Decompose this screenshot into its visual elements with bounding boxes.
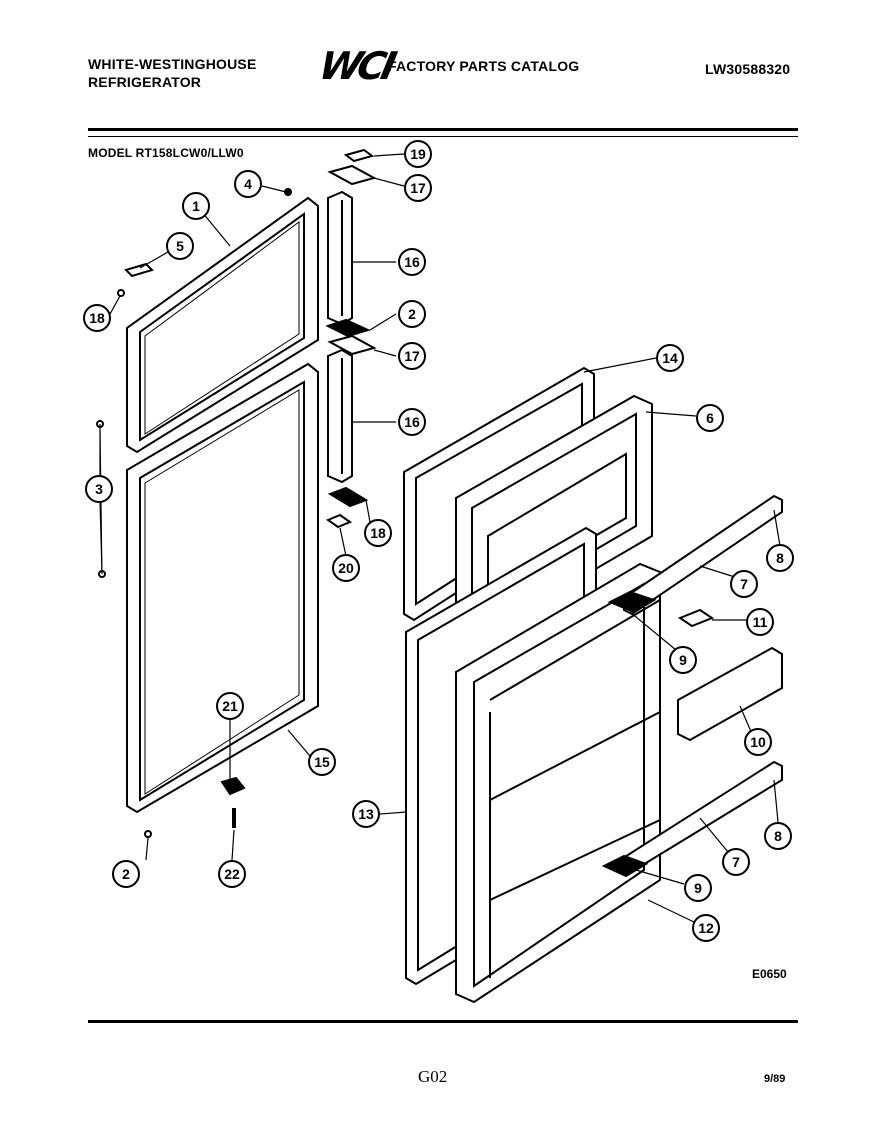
- callout-20: 20: [332, 554, 360, 582]
- callout-label: 6: [706, 410, 714, 426]
- callout-14: 14: [656, 344, 684, 372]
- part-17-cap-upper: [327, 164, 377, 186]
- callout-12: 12: [692, 914, 720, 942]
- callout-label: 8: [776, 550, 784, 566]
- callout-label: 10: [750, 734, 766, 750]
- callout-label: 14: [662, 350, 678, 366]
- callout-7: 7: [722, 848, 750, 876]
- callout-18: 18: [364, 519, 392, 547]
- part-number: LW30588320: [705, 61, 791, 77]
- fresh-food-door-liner: [455, 562, 661, 1004]
- callout-label: 18: [89, 310, 105, 326]
- callout-label: 9: [694, 880, 702, 896]
- callout-7: 7: [730, 570, 758, 598]
- callout-label: 11: [753, 614, 768, 630]
- part-5-trim: [124, 262, 154, 278]
- callout-9: 9: [669, 646, 697, 674]
- leader-lines: [99, 153, 781, 923]
- callout-label: 2: [122, 866, 130, 882]
- upper-shelf-rail: [623, 494, 783, 616]
- callout-label: 7: [732, 854, 740, 870]
- part-2-plug-lower: [144, 830, 152, 838]
- callout-layer: 19 17 4 1 16 5 18 2 17 14 16 6 3 18 20 8 7 11 9 21 10 15 13 8 7 9…: [83, 140, 794, 942]
- callout-6: 6: [696, 404, 724, 432]
- callout-4: 4: [234, 170, 262, 198]
- page-code: G02: [418, 1067, 448, 1086]
- callout-8: 8: [764, 822, 792, 850]
- callout-22: 22: [218, 860, 246, 888]
- part-9-upper-end-cap: [607, 590, 657, 614]
- callout-17: 17: [398, 342, 426, 370]
- model-number: MODEL RT158LCW0/LLW0: [88, 146, 244, 160]
- brand-line-2: REFRIGERATOR: [88, 74, 202, 90]
- callout-label: 16: [404, 254, 420, 270]
- callout-18: 18: [83, 304, 111, 332]
- callout-label: 20: [338, 560, 354, 576]
- header-rule-thin: [88, 136, 798, 137]
- callout-label: 17: [410, 180, 426, 196]
- callout-label: 3: [95, 481, 103, 497]
- callout-label: 21: [222, 698, 238, 714]
- callout-label: 8: [774, 828, 782, 844]
- callout-16: 16: [398, 248, 426, 276]
- catalog-title: FACTORY PARTS CATALOG: [388, 58, 580, 74]
- footer-rule: [88, 1020, 798, 1023]
- fresh-food-door-gasket: [126, 362, 319, 814]
- part-21-hinge: [220, 776, 246, 796]
- callout-label: 4: [244, 176, 252, 192]
- part-9-lower-end-cap: [601, 854, 649, 878]
- callout-8: 8: [766, 544, 794, 572]
- part-19-bracket: [343, 148, 375, 163]
- callout-label: 19: [410, 146, 426, 162]
- callout-label: 17: [404, 348, 420, 364]
- callout-17: 17: [404, 174, 432, 202]
- callout-label: 16: [404, 414, 420, 430]
- revision-date: 9/89: [764, 1073, 786, 1085]
- freezer-door-gasket: [126, 196, 319, 454]
- callout-label: 12: [698, 920, 714, 936]
- callout-label: 9: [679, 652, 687, 668]
- lower-door-trim: [327, 348, 353, 484]
- part-18-cap-lower: [327, 486, 369, 508]
- callout-15: 15: [308, 748, 336, 776]
- callout-label: 22: [224, 866, 240, 882]
- part-17-cap-lower: [327, 334, 377, 356]
- part-10-dairy-shelf: [677, 646, 783, 742]
- callout-3: 3: [85, 475, 113, 503]
- callout-label: 7: [740, 576, 748, 592]
- callout-2: 2: [398, 300, 426, 328]
- callout-10: 10: [744, 728, 772, 756]
- part-18-cap-upper: [325, 318, 371, 338]
- callout-label: 13: [358, 806, 374, 822]
- callout-label: 15: [314, 754, 330, 770]
- upper-door-trim: [327, 190, 353, 326]
- callout-label: 18: [370, 525, 386, 541]
- callout-2: 2: [112, 860, 140, 888]
- callout-16: 16: [398, 408, 426, 436]
- callout-19: 19: [404, 140, 432, 168]
- callout-13: 13: [352, 800, 380, 828]
- header-rule: [88, 128, 798, 131]
- part-2-plug-upper: [117, 289, 125, 297]
- callout-5: 5: [166, 232, 194, 260]
- diagram-id: E0650: [752, 967, 787, 981]
- brand-line-1: WHITE-WESTINGHOUSE: [88, 56, 257, 72]
- callout-1: 1: [182, 192, 210, 220]
- callout-9: 9: [684, 874, 712, 902]
- callout-label: 5: [176, 238, 184, 254]
- part-11-butter-door: [677, 608, 715, 628]
- part-20-clip: [325, 513, 353, 529]
- callout-21: 21: [216, 692, 244, 720]
- callout-11: 11: [746, 608, 774, 636]
- callout-label: 1: [192, 198, 200, 214]
- callout-label: 2: [408, 306, 416, 322]
